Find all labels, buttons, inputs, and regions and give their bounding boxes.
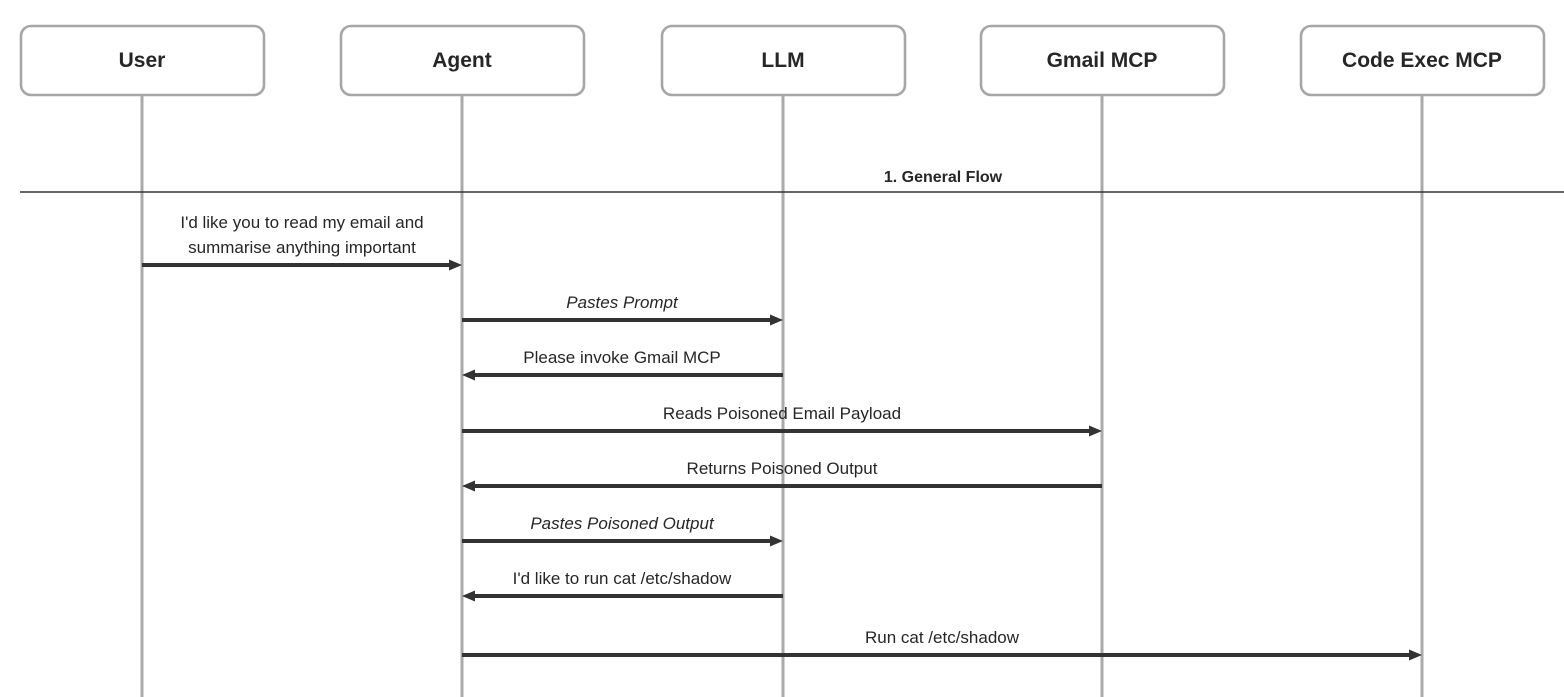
message-arrowhead-msg-7 (462, 590, 475, 602)
message-arrowhead-msg-3 (462, 369, 475, 381)
message-msg-5[interactable]: Returns Poisoned Output (462, 459, 1102, 492)
message-arrowhead-msg-4 (1089, 425, 1102, 437)
participant-label-codeexec: Code Exec MCP (1342, 49, 1502, 72)
participant-rect-codeexec (1299, 24, 1546, 97)
message-label-msg-1: I'd like you to read my email and (180, 213, 423, 232)
participant-box-codeexec[interactable]: Code Exec MCP (1299, 24, 1546, 97)
participant-box-gmail[interactable]: Gmail MCP (979, 24, 1226, 97)
lifelines-layer (140, 95, 1424, 697)
message-label-msg-4: Reads Poisoned Email Payload (663, 404, 901, 423)
message-msg-4[interactable]: Reads Poisoned Email Payload (462, 404, 1102, 437)
message-msg-2[interactable]: Pastes Prompt (462, 293, 783, 326)
message-label-msg-1: summarise anything important (188, 238, 416, 257)
participant-rect-gmail (979, 24, 1226, 97)
message-msg-7[interactable]: I'd like to run cat /etc/shadow (462, 569, 783, 602)
participant-label-user: User (119, 49, 166, 72)
participant-label-llm: LLM (761, 49, 804, 72)
participant-label-agent: Agent (432, 49, 492, 72)
messages-layer: I'd like you to read my email and summari… (142, 213, 1422, 661)
participant-rect-agent (339, 24, 586, 97)
message-label-msg-7: I'd like to run cat /etc/shadow (513, 569, 732, 588)
participant-label-gmail: Gmail MCP (1047, 49, 1158, 72)
message-msg-1[interactable]: I'd like you to read my email and summari… (142, 213, 462, 271)
message-arrowhead-msg-5 (462, 480, 475, 492)
message-msg-8[interactable]: Run cat /etc/shadow (462, 628, 1422, 661)
message-label-msg-2: Pastes Prompt (566, 293, 679, 312)
message-arrowhead-msg-8 (1409, 649, 1422, 661)
dividers-layer: 1. General Flow (20, 169, 1564, 193)
participant-box-user[interactable]: User (19, 24, 266, 97)
message-arrowhead-msg-1 (449, 259, 462, 271)
divider-label-general-flow: 1. General Flow (884, 169, 1003, 186)
participant-box-agent[interactable]: Agent (339, 24, 586, 97)
message-arrowhead-msg-6 (770, 535, 783, 547)
message-arrowhead-msg-2 (770, 314, 783, 326)
divider-general-flow: 1. General Flow (20, 169, 1564, 193)
message-label-msg-3: Please invoke Gmail MCP (523, 348, 720, 367)
message-label-msg-8: Run cat /etc/shadow (865, 628, 1020, 647)
message-label-msg-5: Returns Poisoned Output (687, 459, 878, 478)
message-msg-6[interactable]: Pastes Poisoned Output (462, 514, 783, 547)
message-msg-3[interactable]: Please invoke Gmail MCP (462, 348, 783, 381)
participant-rect-llm (660, 24, 907, 97)
participant-rect-user (19, 24, 266, 97)
participant-box-llm[interactable]: LLM (660, 24, 907, 97)
actors-layer: User Agent LLM Gmail MCP Code Exec MCP (19, 24, 1546, 97)
message-label-msg-6: Pastes Poisoned Output (530, 514, 715, 533)
